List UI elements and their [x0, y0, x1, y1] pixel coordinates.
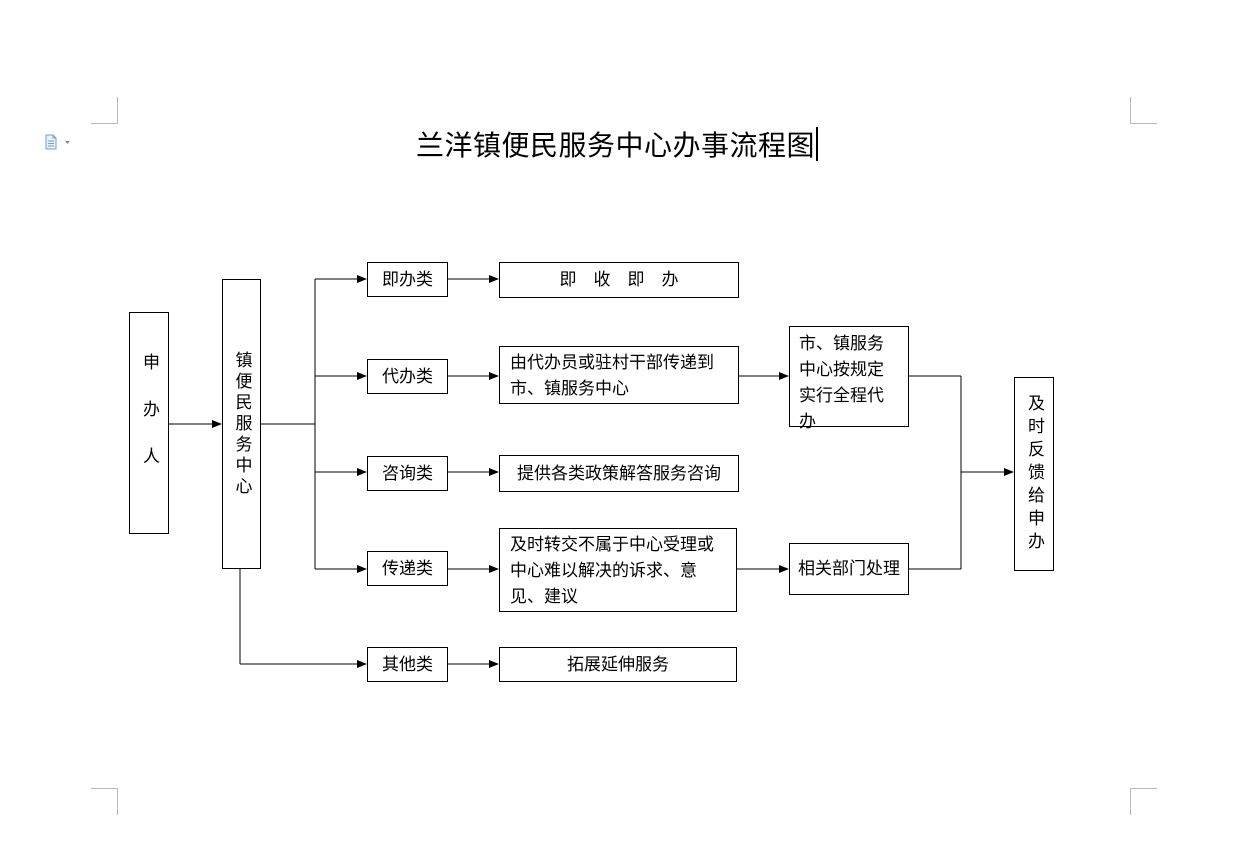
- page-title-text: 兰洋镇便民服务中心办事流程图: [415, 129, 815, 162]
- text-cursor: [816, 127, 818, 161]
- node-desc-other[interactable]: 拓展延伸服务: [499, 647, 737, 682]
- node-desc-proxy-label: 由代办员或驻村干部传递到市、镇服务中心: [510, 353, 714, 399]
- node-desc-consult[interactable]: 提供各类政策解答服务咨询: [499, 455, 739, 492]
- node-town-center[interactable]: 镇便民服务中心: [222, 279, 261, 569]
- document-dropdown-icon[interactable]: [44, 134, 74, 150]
- page-corner-top-right: [1130, 97, 1157, 124]
- node-applicant[interactable]: 申办人: [129, 312, 169, 534]
- node-town-center-label: 镇便民服务中心: [231, 350, 252, 498]
- page-title[interactable]: 兰洋镇便民服务中心办事流程图: [0, 124, 1234, 164]
- page-corner-bottom-right: [1130, 788, 1157, 815]
- node-category-proxy[interactable]: 代办类: [367, 359, 448, 394]
- node-dept-handle-label: 相关部门处理: [798, 559, 900, 579]
- node-desc-transfer-label: 及时转交不属于中心受理或中心难以解决的诉求、意见、建议: [510, 535, 714, 607]
- node-category-transfer[interactable]: 传递类: [367, 551, 448, 586]
- node-category-consult[interactable]: 咨询类: [367, 456, 448, 491]
- node-category-transfer-label: 传递类: [382, 558, 433, 579]
- node-applicant-label: 申办人: [139, 352, 159, 494]
- node-desc-other-label: 拓展延伸服务: [567, 654, 669, 675]
- node-feedback[interactable]: 及时反馈给申办: [1014, 377, 1054, 571]
- node-desc-transfer[interactable]: 及时转交不属于中心受理或中心难以解决的诉求、意见、建议: [499, 528, 737, 612]
- node-desc-consult-label: 提供各类政策解答服务咨询: [517, 463, 721, 484]
- node-category-other[interactable]: 其他类: [367, 647, 448, 682]
- node-category-immediate-label: 即办类: [382, 269, 433, 290]
- node-category-other-label: 其他类: [382, 654, 433, 675]
- node-desc-immediate-label: 即 收 即 办: [559, 270, 679, 290]
- node-category-immediate[interactable]: 即办类: [367, 262, 448, 297]
- node-desc-immediate[interactable]: 即 收 即 办: [499, 262, 739, 298]
- page-corner-top-left: [91, 97, 118, 124]
- page-corner-bottom-left: [91, 788, 118, 815]
- node-category-proxy-label: 代办类: [382, 366, 433, 387]
- node-dept-handle[interactable]: 相关部门处理: [789, 543, 909, 595]
- node-desc-proxy[interactable]: 由代办员或驻村干部传递到市、镇服务中心: [499, 346, 739, 404]
- node-category-consult-label: 咨询类: [382, 463, 433, 484]
- node-proxy-handle-label: 市、镇服务中心按规定实行全程代办: [799, 334, 884, 432]
- node-proxy-handle[interactable]: 市、镇服务中心按规定实行全程代办: [789, 326, 909, 432]
- node-feedback-label: 及时反馈给申办: [1024, 393, 1044, 555]
